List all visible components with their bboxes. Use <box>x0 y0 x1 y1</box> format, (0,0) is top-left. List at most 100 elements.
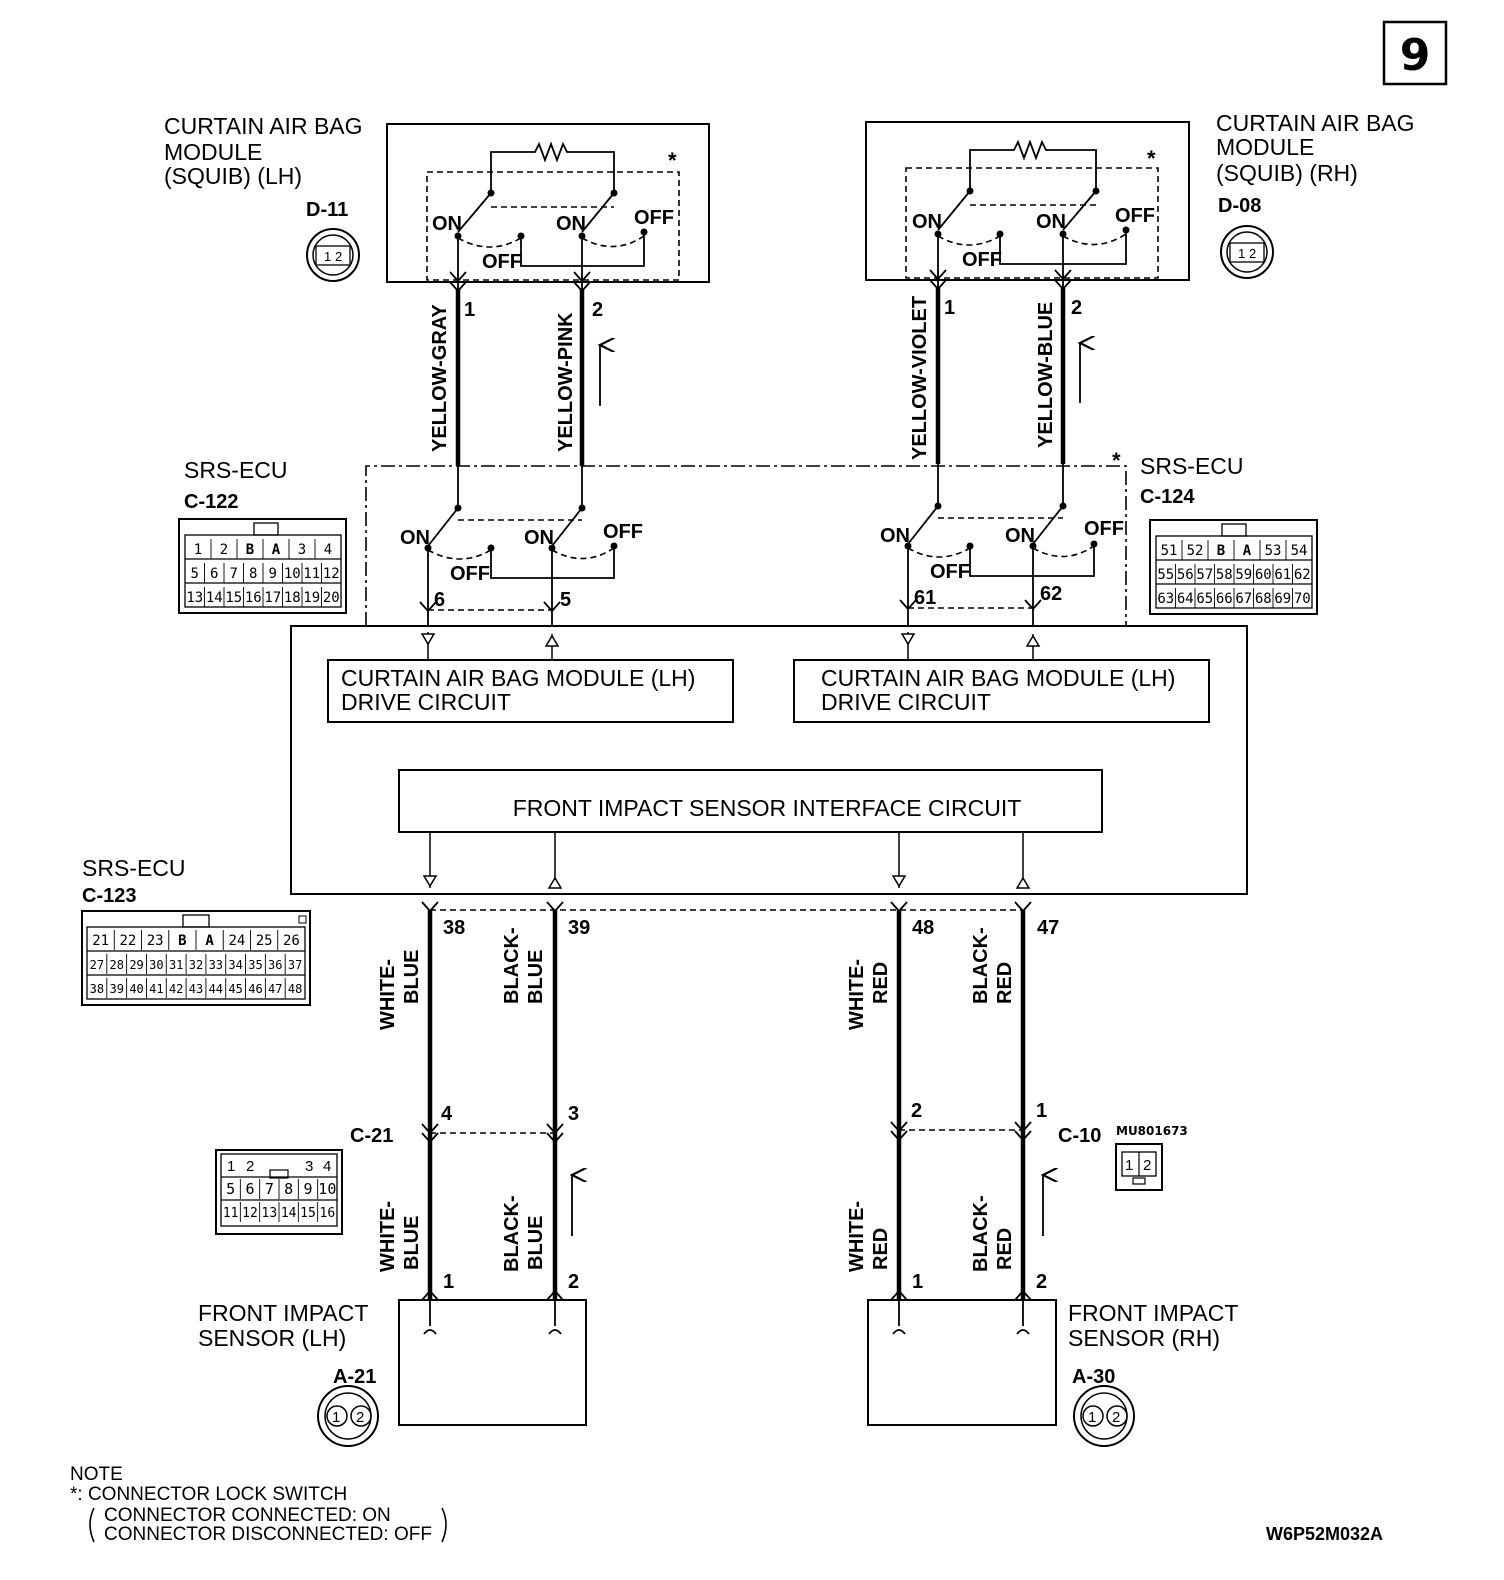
pin-c124-61: 61 <box>914 587 936 609</box>
pin-c10-2: 2 <box>911 1100 922 1122</box>
lock-switch-region-lh <box>426 171 680 281</box>
connector-pin-number: 44 <box>209 982 223 996</box>
switch-on-rh-1: ON <box>912 211 942 233</box>
d08-pin1: 1 <box>1238 246 1245 261</box>
srs-ecu-box <box>290 625 1248 895</box>
page-number-box <box>1382 20 1448 86</box>
connector-c10-face: 1 2 <box>1115 1143 1163 1191</box>
ecu-switch-on-rh-1: ON <box>880 525 910 547</box>
connector-pin-number: 19 <box>303 590 320 606</box>
connector-pin-number: 16 <box>245 590 262 606</box>
connector-c122-label: C-122 <box>184 491 238 513</box>
connector-pin-number: 42 <box>169 982 183 996</box>
connector-pin-number: B <box>246 542 254 558</box>
label-white-red-b2: RED <box>870 1228 892 1270</box>
connector-pin-number: 17 <box>264 590 281 606</box>
connector-c10-label: C-10 <box>1058 1125 1101 1147</box>
connector-pin-number: 39 <box>110 982 124 996</box>
curtain-rh-title-2: MODULE <box>1216 134 1314 160</box>
label-white-blue-a2: BLUE <box>401 950 423 1004</box>
c21-pin-3: 3 <box>305 1158 313 1175</box>
connector-pin-number: 1 <box>194 542 202 558</box>
curtain-rh-title-1: CURTAIN AIR BAG <box>1216 110 1415 136</box>
curtain-rh-title-3: (SQUIB) (RH) <box>1216 160 1358 186</box>
label-white-red-a1: WHITE- <box>846 959 868 1030</box>
label-black-red-a1: BLACK- <box>970 927 992 1004</box>
curtain-lh-title-3: (SQUIB) (LH) <box>164 163 302 189</box>
connector-pin-number: 8 <box>249 566 257 582</box>
c21-pin-2: 2 <box>246 1158 254 1175</box>
pin-c124-62: 62 <box>1040 583 1062 605</box>
lock-mark-ecu: * <box>1112 448 1121 473</box>
a30-pin2: 2 <box>1112 1409 1120 1426</box>
connector-pin-number: 43 <box>189 982 203 996</box>
connector-pin-number: 16 <box>320 1206 336 1221</box>
switch-on-rh-2: ON <box>1036 211 1066 233</box>
label-yellow-pink: YELLOW-PINK <box>555 312 577 452</box>
label-yellow-gray: YELLOW-GRAY <box>429 304 451 452</box>
connector-pin-number: 6 <box>245 1180 254 1198</box>
connector-pin-number: 21 <box>92 933 109 949</box>
pin-c10-1: 1 <box>1036 1100 1047 1122</box>
connector-a21-icon: 1 2 <box>317 1385 379 1447</box>
switch-off-rh-1: OFF <box>962 249 1002 271</box>
connector-pin-number: 57 <box>1196 567 1213 583</box>
drive-circuit-lh-box <box>327 659 734 723</box>
a30-pin1: 1 <box>1088 1409 1096 1426</box>
pin-c123-47: 47 <box>1037 917 1059 939</box>
pin-c21-3: 3 <box>568 1103 579 1125</box>
connector-pin-number: 5 <box>191 566 199 582</box>
sensor-rh-title-1: FRONT IMPACT <box>1068 1300 1238 1326</box>
curtain-airbag-rh-box <box>865 121 1190 281</box>
drive-circuit-rh-box <box>793 659 1210 723</box>
connector-pin-number: 13 <box>186 590 203 606</box>
pin-a21-1: 1 <box>443 1271 454 1293</box>
switch-off-rh-2: OFF <box>1115 205 1155 227</box>
connector-a30-label: A-30 <box>1072 1366 1115 1388</box>
interface-arrows <box>422 832 1031 889</box>
connector-pin-number: B <box>1217 543 1225 559</box>
front-impact-sensor-lh-box <box>398 1299 587 1426</box>
interface-circuit-label: FRONT IMPACT SENSOR INTERFACE CIRCUIT <box>513 795 1022 821</box>
connector-pin-number: 11 <box>303 566 320 582</box>
connector-pin-number: 34 <box>228 958 242 972</box>
note-line1: *: CONNECTOR LOCK SWITCH <box>70 1484 347 1505</box>
connector-pin-number: 32 <box>189 958 203 972</box>
connector-pin-number: 13 <box>262 1206 278 1221</box>
connector-pin-number: 64 <box>1177 591 1194 607</box>
label-white-blue-b1: WHITE- <box>377 1201 399 1272</box>
pin-c122-6: 6 <box>434 589 445 611</box>
front-impact-sensor-rh-box <box>867 1299 1057 1426</box>
connector-pin-number: 7 <box>265 1180 274 1198</box>
connector-pin-number: 40 <box>129 982 143 996</box>
connector-pin-number: B <box>178 933 186 949</box>
ecu-switch-off-lh-1: OFF <box>450 563 490 585</box>
connector-pin-number: 53 <box>1265 543 1282 559</box>
connector-pin-number: 5 <box>226 1180 235 1198</box>
curtain-lh-title-1: CURTAIN AIR BAG <box>164 113 363 139</box>
switch-off-lh-1: OFF <box>482 251 522 273</box>
connector-pin-number: 9 <box>303 1180 312 1198</box>
ecu-switch-on-lh-2: ON <box>524 527 554 549</box>
pin-c122-5: 5 <box>560 589 571 611</box>
connector-d08-label: D-08 <box>1218 195 1261 217</box>
ecu-switch-on-lh-1: ON <box>400 527 430 549</box>
connector-pin-number: 48 <box>288 982 302 996</box>
connector-c21-label: C-21 <box>350 1125 393 1147</box>
ecu-switch-off-lh-2: OFF <box>603 521 643 543</box>
drive-circuit-lh-line2: DRIVE CIRCUIT <box>341 689 511 715</box>
diagram-code: W6P52M032A <box>1266 1524 1383 1544</box>
ecu-label-c123: SRS-ECU <box>82 855 186 881</box>
connector-pin-number: 70 <box>1294 591 1311 607</box>
sensor-lh-title-1: FRONT IMPACT <box>198 1300 368 1326</box>
ecu-lock-region <box>365 465 1127 626</box>
connector-pin-number: 41 <box>149 982 163 996</box>
ecu-switch-off-rh-2: OFF <box>1084 518 1124 540</box>
pin-a30-2: 2 <box>1036 1271 1047 1293</box>
connector-pin-number: 4 <box>324 542 332 558</box>
connector-pin-number: 11 <box>223 1206 239 1221</box>
d11-pin1: 1 <box>324 249 331 264</box>
label-white-blue-a1: WHITE- <box>377 959 399 1030</box>
